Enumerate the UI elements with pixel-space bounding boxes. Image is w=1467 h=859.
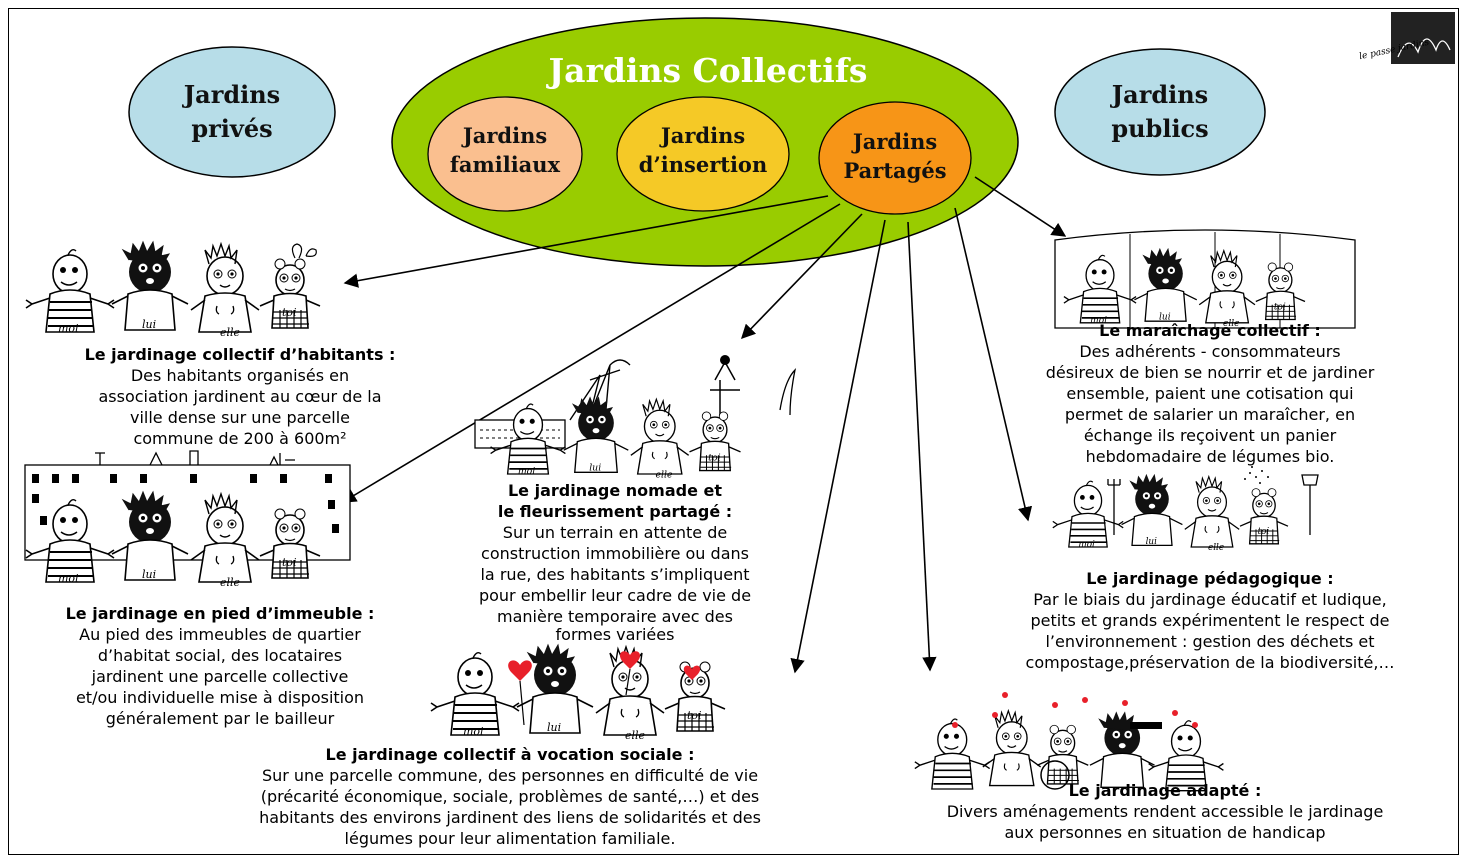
jardins-prives-node: Jardins privés [128,46,336,178]
logo-passe-jardins: le passe jardins [1358,12,1455,64]
section-maraichage-title: Le maraîchage collectif : [1099,321,1321,340]
jardins-insertion-node: Jardins d’insertion [616,96,790,212]
arrow-nomade [740,213,863,340]
svg-text:d’insertion: d’insertion [639,152,767,177]
jardins-prives-line2: privés [191,114,272,143]
section-nomade-title-1: Le jardinage nomade et [507,481,722,500]
section-nomade-title-2: le fleurissement partagé : [497,502,733,521]
svg-text:Jardins: Jardins [461,123,547,148]
jardins-publics-node: Jardins publics [1054,48,1266,176]
jardins-collectifs-node: Jardins Collectifs Jardins familiaux Jar… [391,17,1019,267]
svg-text:Jardins: Jardins [851,129,937,154]
illustration-habitants [26,242,320,339]
jardins-partages-node: Jardins Partagés [818,101,972,215]
arrow-sociale [790,219,886,674]
svg-text:Partagés: Partagés [843,158,946,183]
arrows [341,176,1067,674]
jardins-publics-line2: publics [1111,114,1208,143]
illustration-sociale [431,645,725,742]
arrow-habitants [343,195,829,288]
svg-text:familiaux: familiaux [450,152,561,177]
section-pedagogique: Le jardinage pédagogique : Par le biais … [960,568,1460,673]
illustration-adapte [913,692,1225,792]
section-sociale: Le jardinage collectif à vocation social… [160,744,860,849]
svg-text:Jardins: Jardins [659,123,745,148]
arrow-immeuble [341,203,841,503]
section-habitants-title: Le jardinage collectif d’habitants : [84,345,396,364]
jardins-familiaux-node: Jardins familiaux [427,96,583,212]
jardins-collectifs-title: Jardins Collectifs [545,51,867,90]
section-pedagogique-title: Le jardinage pédagogique : [1086,569,1334,588]
jardins-publics-line1: Jardins [1110,80,1208,109]
section-immeuble: Le jardinage en pied d’immeuble : Au pie… [10,603,430,729]
section-sociale-title: Le jardinage collectif à vocation social… [325,745,695,764]
illustration-maraichage [1054,229,1356,329]
arrow-pedagogique [954,207,1033,522]
section-adapte-title: Le jardinage adapté : [1068,781,1262,800]
arrow-maraichage [974,176,1067,237]
illustration-immeuble [24,450,351,589]
section-habitants: Le jardinage collectif d’habitants : Des… [10,344,470,449]
illustration-nomade [474,355,797,480]
section-nomade: Le jardinage nomade et le fleurissement … [425,480,805,641]
section-immeuble-title: Le jardinage en pied d’immeuble : [65,604,375,623]
arrow-adapte [907,221,937,672]
illustration-pedagogique [1053,466,1319,553]
jardins-prives-line1: Jardins [182,80,280,109]
section-adapte: Le jardinage adapté : Divers aménagement… [870,780,1460,843]
section-maraichage: Le maraîchage collectif : Des adhérents … [990,320,1430,467]
